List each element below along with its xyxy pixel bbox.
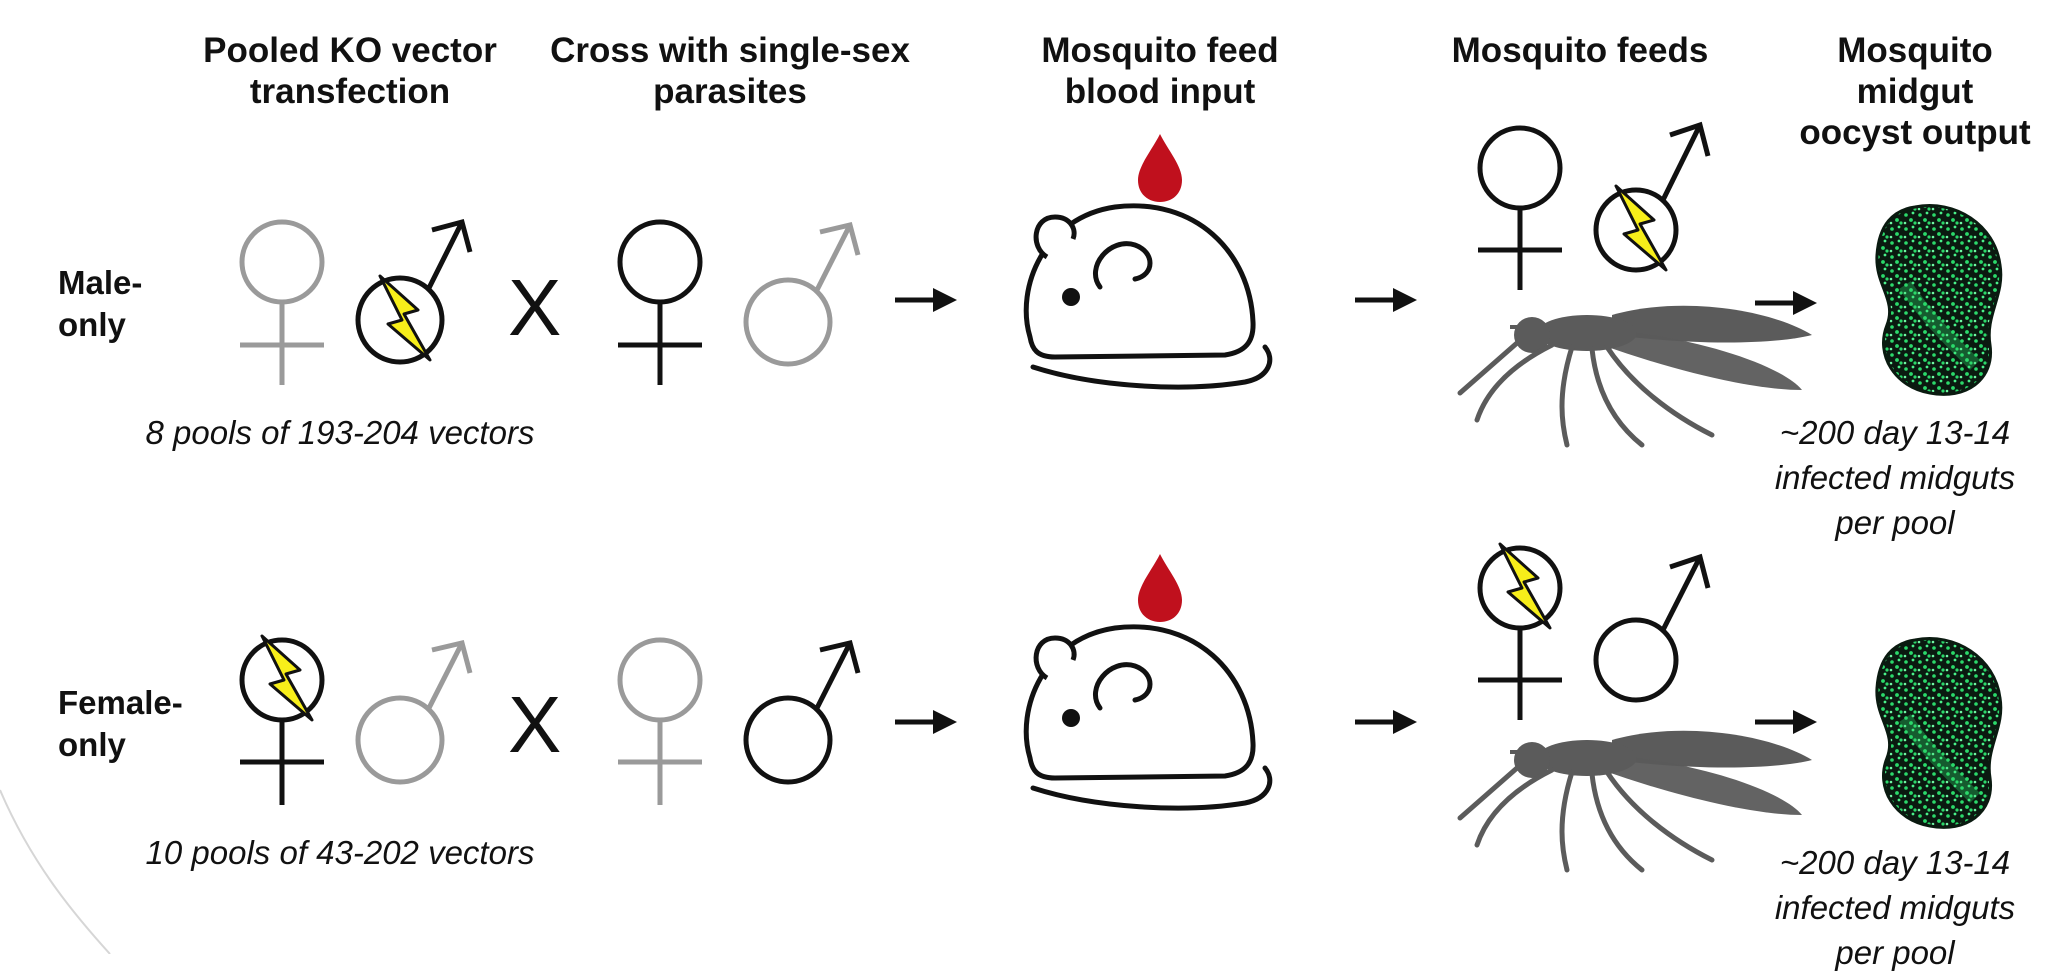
male-symbol-icon <box>358 643 470 782</box>
male-symbol-icon <box>746 225 858 364</box>
mosquito-icon <box>1460 306 1812 445</box>
arrow-right-icon <box>1355 288 1417 312</box>
mouse-icon <box>1026 206 1270 387</box>
arrow-right-icon <box>895 710 957 734</box>
arrow-right-icon <box>895 288 957 312</box>
female-symbol-icon <box>618 222 702 385</box>
arrow-right-icon <box>1755 710 1817 734</box>
decorative-arc <box>0 790 110 954</box>
blood-drop-icon <box>1138 134 1182 202</box>
female-symbol-icon <box>618 640 702 805</box>
mosquito-icon <box>1460 731 1812 870</box>
male-symbol-icon <box>1596 557 1708 700</box>
midgut-icon <box>1877 206 2001 395</box>
blood-drop-icon <box>1138 554 1182 622</box>
midgut-icon <box>1877 639 2001 828</box>
male-symbol-icon <box>746 643 858 782</box>
diagram-artwork <box>0 0 2061 954</box>
arrow-right-icon <box>1355 710 1417 734</box>
female-symbol-icon <box>1478 128 1562 290</box>
female-symbol-icon <box>240 222 324 385</box>
arrow-right-icon <box>1755 291 1817 315</box>
mouse-icon <box>1026 627 1270 808</box>
